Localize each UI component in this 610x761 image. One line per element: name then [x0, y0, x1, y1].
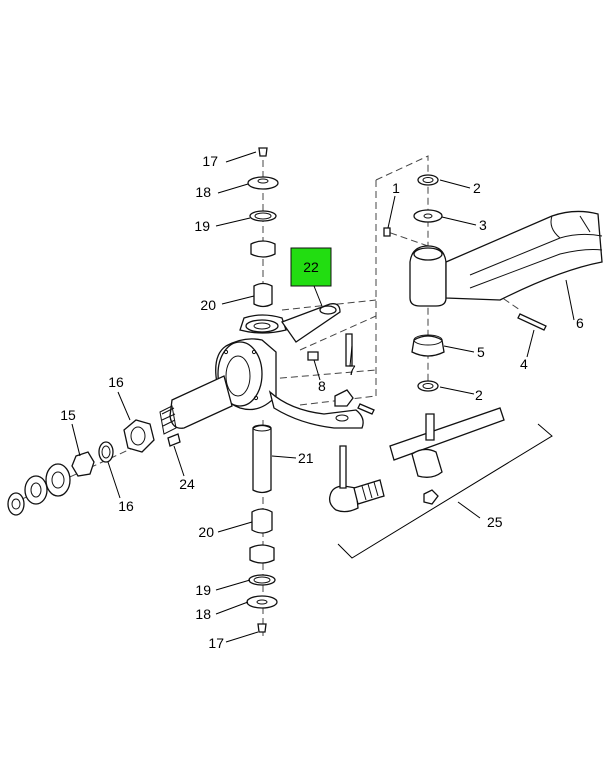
callout-label-1: 1	[392, 180, 400, 196]
spindle-hardware	[7, 419, 181, 516]
callout-label-8: 8	[318, 378, 326, 394]
callout-label-7: 7	[348, 362, 356, 378]
callout-label-3: 3	[479, 217, 487, 233]
callout-label-18: 18	[195, 184, 211, 200]
callout-label-24: 24	[179, 476, 195, 492]
callout-label-16-lower: 16	[118, 498, 134, 514]
callout-label-2-lower: 2	[475, 387, 483, 403]
highlighted-callout-22[interactable]: 22	[290, 247, 332, 307]
callout-label-17: 17	[202, 153, 218, 169]
axle-beam	[409, 210, 603, 307]
callout-label-16: 16	[108, 374, 124, 390]
callout-label-19: 19	[194, 218, 210, 234]
callout-label-2: 2	[473, 180, 481, 196]
callout-label-6: 6	[576, 315, 584, 331]
callout-label-25: 25	[487, 514, 503, 530]
callout-label-5: 5	[477, 344, 485, 360]
callout-label-20-lower: 20	[198, 524, 214, 540]
steering-knuckle	[159, 303, 364, 435]
callout-label-17-lower: 17	[208, 635, 224, 651]
callout-label-4: 4	[520, 356, 528, 372]
lower-kingpin-stack	[246, 424, 278, 633]
callout-label-19-lower: 19	[195, 582, 211, 598]
callout-label-15: 15	[60, 407, 76, 423]
tie-rod-assembly	[328, 389, 553, 559]
callout-label-20: 20	[200, 297, 216, 313]
callout-label-22: 22	[303, 259, 319, 275]
callout-labels: 17 18 19 20 1 2 3 6 4 5 2 7 8 16 15 16 2…	[60, 153, 584, 651]
leader-lines	[71, 151, 575, 643]
callout-label-18-lower: 18	[195, 606, 211, 622]
upper-kingpin-stack	[247, 147, 279, 308]
callout-label-21: 21	[298, 450, 314, 466]
